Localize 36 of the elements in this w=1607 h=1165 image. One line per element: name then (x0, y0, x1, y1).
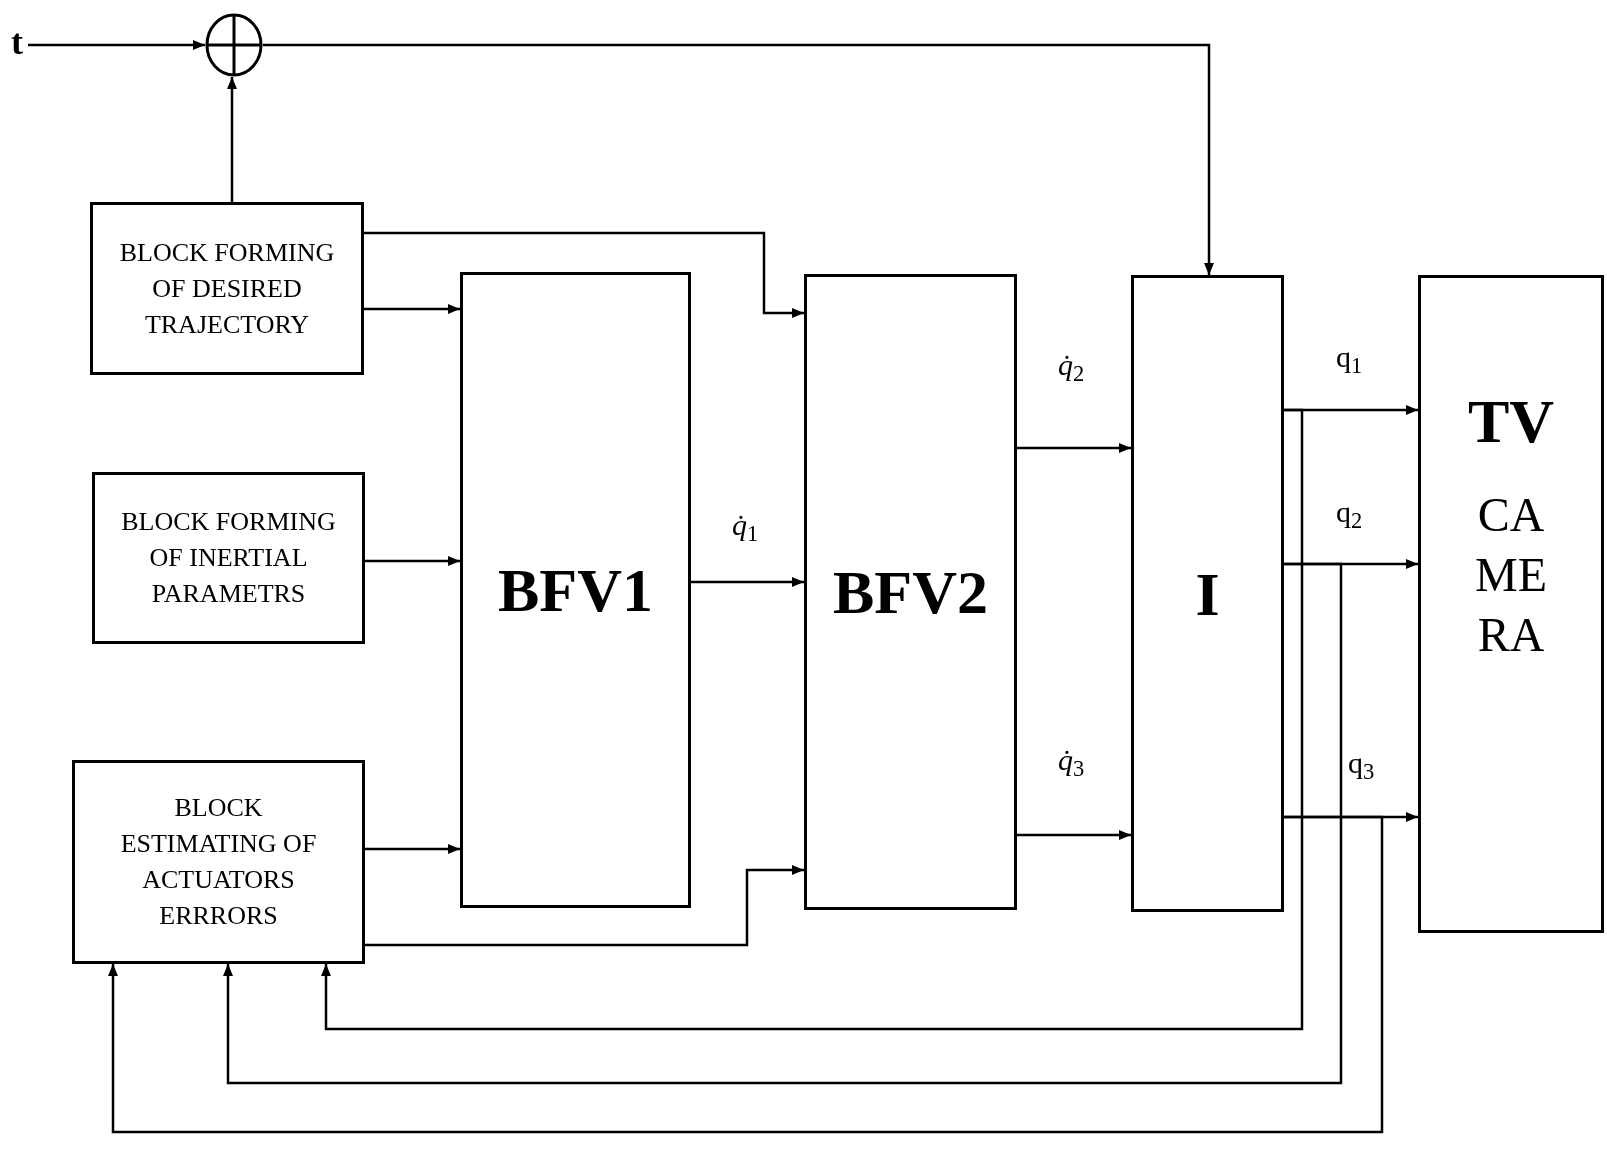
arrow (365, 556, 460, 566)
block-label: TV (1467, 386, 1555, 458)
edge-label: q$_{2}$ (1336, 497, 1363, 527)
process-box (90, 202, 364, 375)
block-box (1418, 275, 1604, 933)
block-box (804, 274, 1017, 910)
block-box (460, 272, 691, 908)
input-label: t (11, 24, 23, 60)
arrow (108, 815, 1384, 1134)
arrow (364, 304, 460, 314)
arrow (227, 77, 237, 202)
block-label: BFV1 (498, 559, 653, 621)
block-box (1131, 275, 1284, 912)
arrow (691, 577, 804, 587)
box-label: BLOCK FORMING OF INERTIAL PARAMETRS (120, 506, 337, 610)
box-label: BLOCK ESTIMATING OF ACTUATORS ERRRORS (119, 792, 318, 932)
process-box (72, 760, 365, 964)
arrow (321, 408, 1304, 1031)
arrow (365, 865, 804, 947)
edge-label: q̇$_{1}$ (732, 510, 759, 540)
arrow (1017, 830, 1131, 840)
arrow (365, 844, 460, 854)
box-label: BLOCK FORMING OF DESIRED TRAJECTORY (118, 236, 336, 341)
arrow (1017, 443, 1131, 453)
edge-label: q$_{3}$ (1348, 748, 1375, 778)
block-label: I (1195, 562, 1220, 625)
arrow (263, 43, 1214, 275)
arrow (28, 40, 205, 50)
process-box (92, 472, 365, 644)
edge-label: q̇$_{2}$ (1058, 350, 1085, 380)
edge-label: q̇$_{3}$ (1058, 745, 1085, 775)
block-label: CA ME RA (1474, 486, 1548, 663)
block-label: BFV2 (833, 561, 988, 623)
arrow (364, 231, 804, 318)
edge-label: q$_{1}$ (1336, 342, 1363, 372)
arrow (223, 562, 1343, 1085)
